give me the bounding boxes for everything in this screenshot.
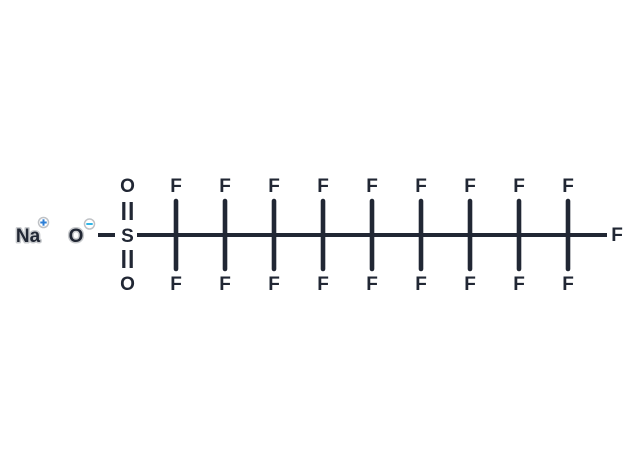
atom-label-fluorine-bottom-4: F bbox=[317, 274, 329, 295]
atom-label-fluorine-bottom-7: F bbox=[464, 274, 476, 295]
atom-label-fluorine-top-6: F bbox=[415, 176, 427, 197]
atom-label-sodium: Na bbox=[16, 226, 41, 247]
atom-label-fluorine-top-1: F bbox=[170, 176, 182, 197]
atom-label-sulfur: S bbox=[121, 226, 134, 247]
atom-label-fluorine-terminal: F bbox=[611, 225, 623, 246]
atom-label-fluorine-top-2: F bbox=[219, 176, 231, 197]
atom-label-fluorine-bottom-5: F bbox=[366, 274, 378, 295]
atom-label-fluorine-top-9: F bbox=[562, 176, 574, 197]
atom-label-fluorine-top-4: F bbox=[317, 176, 329, 197]
atom-label-oxygen-anion: O bbox=[69, 226, 84, 247]
atom-label-fluorine-bottom-1: F bbox=[170, 274, 182, 295]
atom-label-fluorine-top-8: F bbox=[513, 176, 525, 197]
atom-label-fluorine-bottom-2: F bbox=[219, 274, 231, 295]
atom-label-oxygen-bottom: O bbox=[120, 274, 135, 295]
atom-label-fluorine-bottom-3: F bbox=[268, 274, 280, 295]
atom-label-oxygen-top: O bbox=[120, 176, 135, 197]
atom-label-fluorine-bottom-8: F bbox=[513, 274, 525, 295]
atom-label-fluorine-top-5: F bbox=[366, 176, 378, 197]
atom-label-fluorine-top-7: F bbox=[464, 176, 476, 197]
atom-label-fluorine-top-3: F bbox=[268, 176, 280, 197]
atom-label-fluorine-bottom-9: F bbox=[562, 274, 574, 295]
atom-label-fluorine-bottom-6: F bbox=[415, 274, 427, 295]
